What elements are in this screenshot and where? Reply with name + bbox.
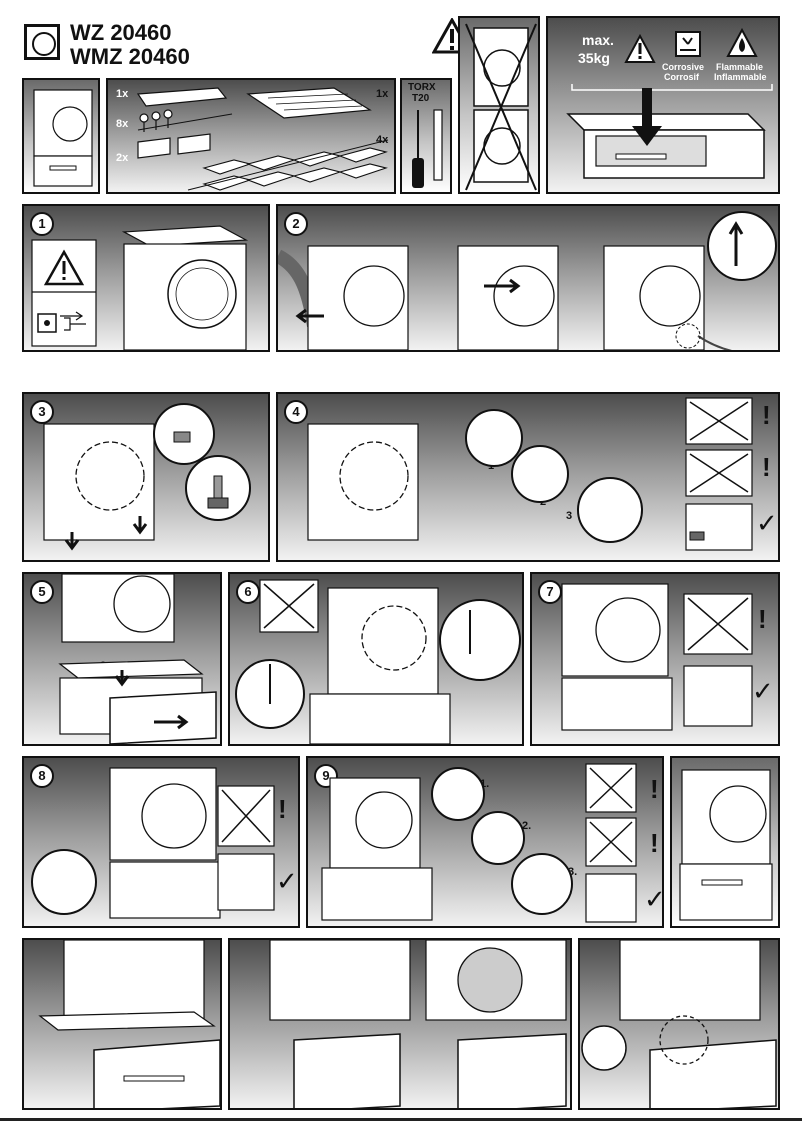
corrosive-label-1: Corrosive (662, 62, 705, 72)
torx-screwdriver-icon (412, 109, 443, 188)
step-5-panel: 5 2. 1. (22, 572, 222, 746)
bottom-rule (0, 1118, 802, 1121)
checkmark-icon: ✓ (276, 866, 298, 896)
step-number: 5 (30, 580, 54, 604)
drawer-use-panel-2 (228, 938, 572, 1110)
warning-mark: ! (650, 774, 659, 804)
corrosive-icon (675, 31, 701, 57)
tool-label-1: TORX (408, 82, 436, 93)
tool-label-2: T20 (412, 93, 430, 104)
step-3-panel: 3 1 2 (22, 392, 270, 562)
step-6-panel: 6 (228, 572, 524, 746)
product-thumbnail-panel (22, 78, 100, 194)
qty-long-bracket: 1x (116, 88, 129, 100)
no-stacking-panel (458, 16, 540, 194)
qty-brackets: 2x (116, 152, 129, 164)
checkmark-icon: ✓ (644, 884, 664, 914)
drawer-use-panel-3 (578, 938, 780, 1110)
qty-sheet: 1x (376, 88, 389, 100)
step-4-panel: 4 1 2 3 4 ! ! ✓ (276, 392, 780, 562)
qty-screws: 8x (116, 118, 129, 130)
step-number: 1 (30, 212, 54, 236)
qty-strips: 4x (376, 134, 389, 146)
final-result-panel (670, 756, 780, 928)
step-7-panel: 7 ! ✓ (530, 572, 780, 746)
warning-triangle-icon (624, 34, 656, 63)
drawer-use-panel-1 (22, 938, 222, 1110)
step-number: 7 (538, 580, 562, 604)
step-9-panel: 9 1. 2. 3. ! ! ✓ (306, 756, 664, 928)
flammable-label-1: Flammable (716, 62, 764, 72)
step-8-panel: 8 ! ✓ (22, 756, 300, 928)
warning-mark: ! (762, 400, 771, 430)
model-number-2: WMZ 20460 (70, 44, 190, 69)
max-weight: 35kg (578, 50, 610, 66)
max-label: max. (582, 32, 614, 48)
flammable-icon (726, 28, 758, 57)
corrosive-label-2: Corrosif (664, 72, 700, 82)
callout-number: 1. (480, 778, 490, 790)
step-number: 3 (30, 400, 54, 424)
checkmark-icon: ✓ (752, 676, 774, 706)
callout-number: 2. (522, 820, 532, 832)
callout-number: 3 (566, 510, 573, 522)
step-number: 6 (236, 580, 260, 604)
model-number-1: WZ 20460 (70, 20, 172, 45)
warning-mark: ! (762, 452, 771, 482)
checkmark-icon: ✓ (756, 508, 778, 538)
warning-mark: ! (758, 604, 767, 634)
step-number: 8 (30, 764, 54, 788)
callout-number: 3. (568, 866, 578, 878)
dryer-symbol-icon (24, 24, 60, 60)
step-number: 4 (284, 400, 308, 424)
step-2-panel: 2 (276, 204, 780, 352)
flammable-label-2: Inflammable (714, 72, 767, 82)
load-warning-panel: max. 35kg Corrosive Corrosif Flammable I… (546, 16, 780, 194)
title-block: WZ 20460 WMZ 20460 (24, 20, 244, 78)
warning-mark: ! (278, 794, 287, 824)
step-1-panel: 1 (22, 204, 270, 352)
step-number: 2 (284, 212, 308, 236)
parts-panel: 1x 8x 2x 1x 4x (106, 78, 396, 194)
warning-mark: ! (650, 828, 659, 858)
tool-panel: TORX T20 (400, 78, 452, 194)
